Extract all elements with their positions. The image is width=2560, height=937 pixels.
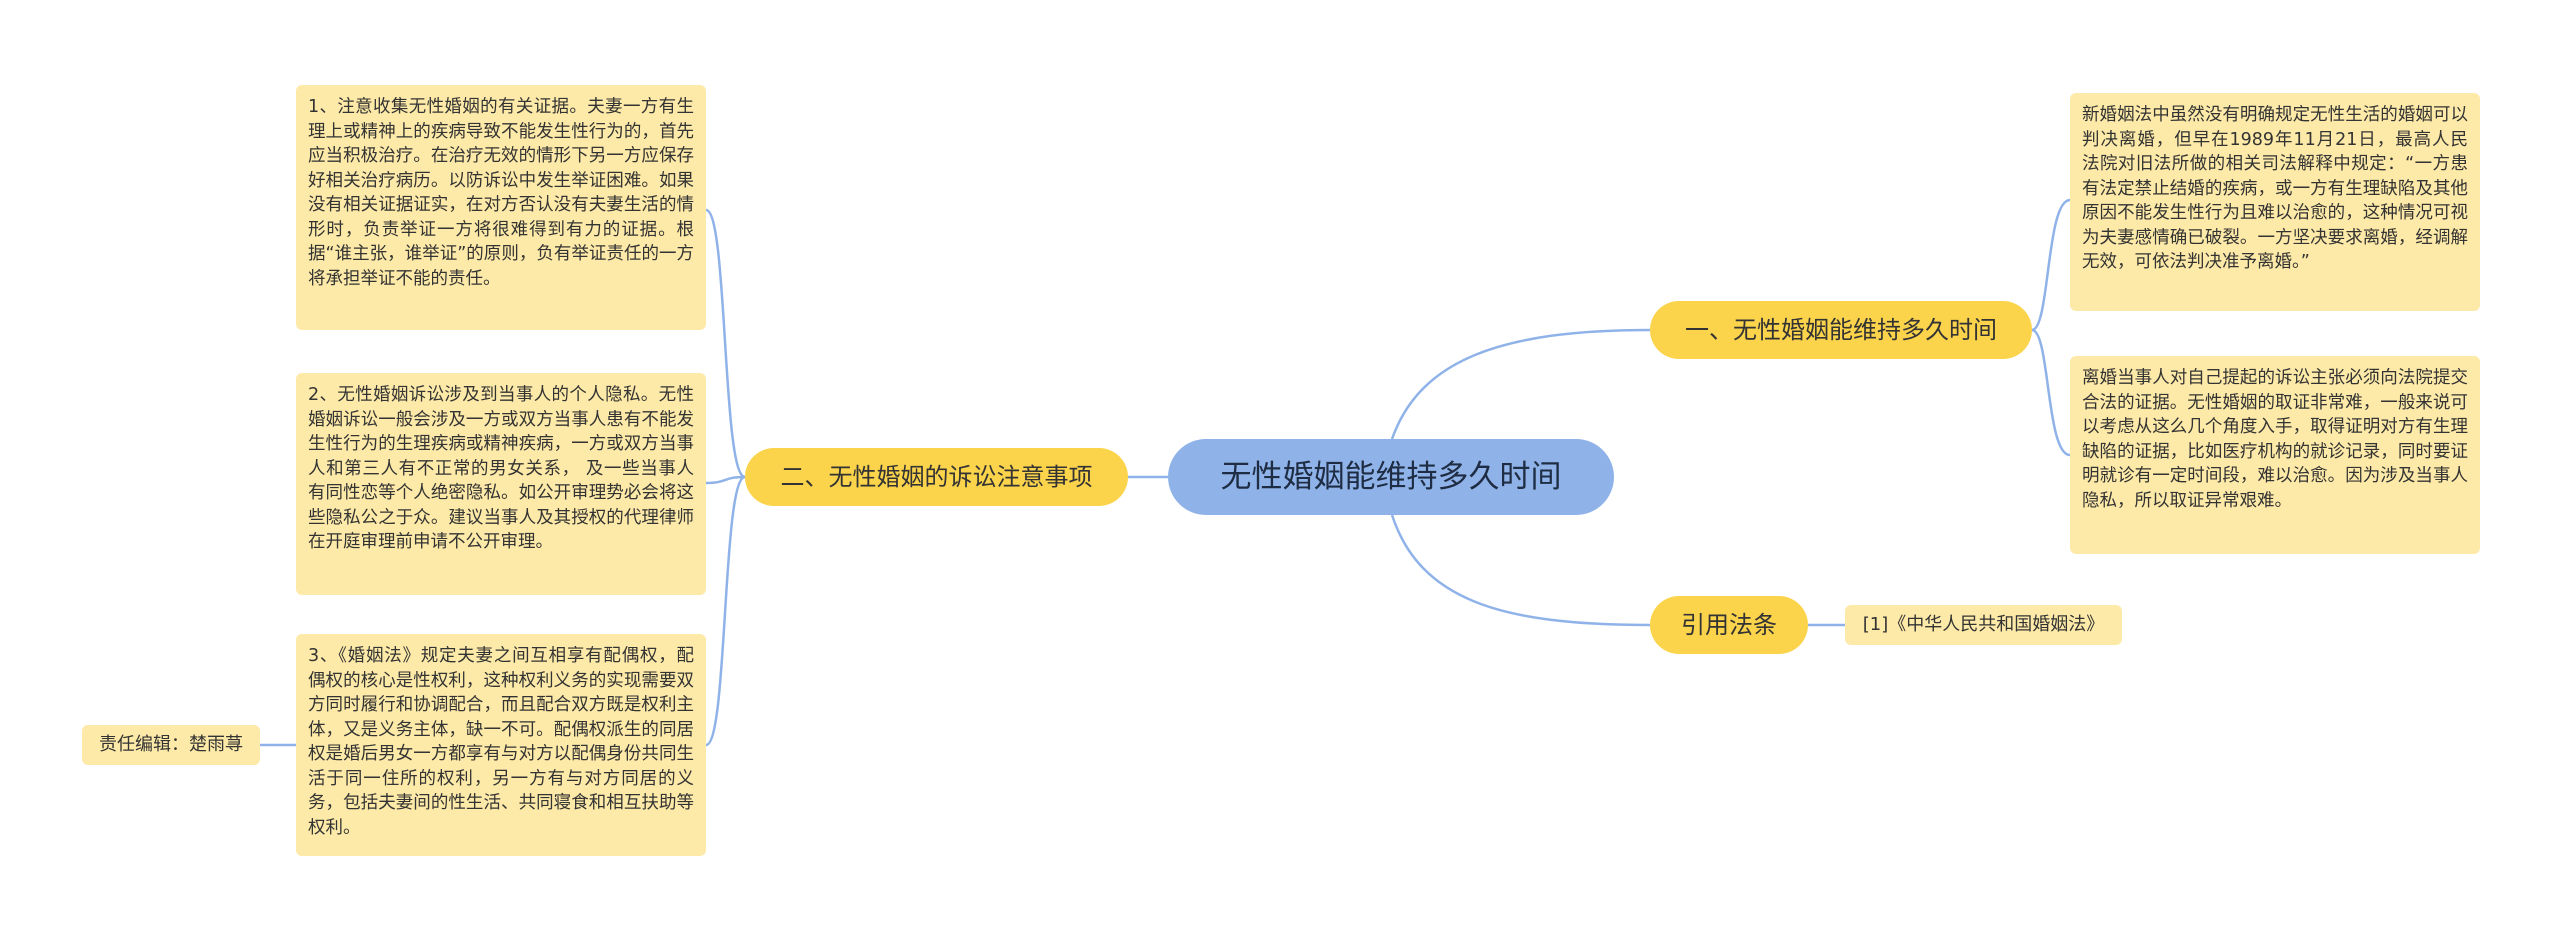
detail-notes-spousal-rights: 3、《婚姻法》规定夫妻之间互相享有配偶权，配偶权的核心是性权利，这种权利义务的实… — [296, 634, 706, 856]
editor-credit: 责任编辑：楚雨荨 — [82, 725, 260, 765]
topic-citation[interactable]: 引用法条 — [1650, 596, 1808, 654]
detail-duration-evidence: 离婚当事人对自己提起的诉讼主张必须向法院提交合法的证据。无性婚姻的取证非常难，一… — [2070, 356, 2480, 554]
detail-notes-privacy: 2、无性婚姻诉讼涉及到当事人的个人隐私。无性婚姻诉讼一般会涉及一方或双方当事人患… — [296, 373, 706, 595]
connector-notes-to-detail-3 — [705, 475, 746, 747]
detail-duration-judicial: 新婚姻法中虽然没有明确规定无性生活的婚姻可以判决离婚，但早在1989年11月21… — [2070, 93, 2480, 311]
connector-notes-to-detail-1 — [705, 208, 746, 479]
connector-duration-to-detail-1 — [2031, 198, 2071, 332]
connector-notes-to-detail-2 — [705, 475, 746, 485]
connector-duration-to-detail-2 — [2031, 328, 2071, 457]
detail-notes-evidence: 1、注意收集无性婚姻的有关证据。夫妻一方有生理上或精神上的疾病导致不能发生性行为… — [296, 85, 706, 330]
connector-root-to-duration — [1390, 328, 1651, 440]
topic-duration[interactable]: 一、无性婚姻能维持多久时间 — [1650, 301, 2032, 359]
topic-notes[interactable]: 二、无性婚姻的诉讼注意事项 — [745, 448, 1128, 506]
citation-marriage-law: [1]《中华人民共和国婚姻法》 — [1845, 605, 2122, 645]
connector-root-to-citation — [1390, 514, 1651, 627]
root-topic[interactable]: 无性婚姻能维持多久时间 — [1168, 439, 1614, 515]
